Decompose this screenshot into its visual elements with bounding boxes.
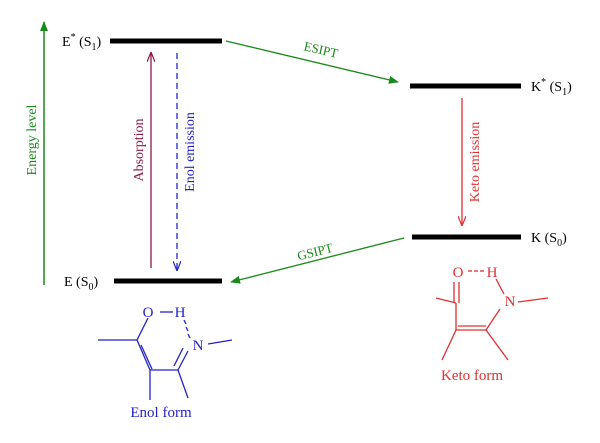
energy-axis-label: Energy level xyxy=(25,104,40,175)
enol-form-caption: Enol form xyxy=(130,405,192,421)
label-keto-ground: K (S0) xyxy=(531,231,567,249)
gsipt-arrow xyxy=(230,237,405,284)
enol-structure xyxy=(98,311,233,400)
keto-structure xyxy=(435,270,549,361)
keto-atom-N: N xyxy=(505,294,516,310)
keto-form-caption: Keto form xyxy=(441,368,503,384)
enol-atom-N: N xyxy=(193,338,204,354)
enol-atom-H: H xyxy=(175,305,186,321)
gsipt-label: GSIPT xyxy=(296,240,335,263)
label-enol-ground: E (S0) xyxy=(64,275,99,293)
keto-atom-H: H xyxy=(487,265,498,281)
label-enol-excited: E* (S1) xyxy=(62,32,102,53)
keto-atom-O: O xyxy=(453,265,464,281)
label-keto-excited: K* (S1) xyxy=(531,77,572,98)
enol-atom-O: O xyxy=(143,305,154,321)
esipt-arrow xyxy=(225,40,399,84)
absorption-label: Absorption xyxy=(132,119,147,182)
enol-emission-label: Enol emission xyxy=(183,112,198,192)
keto-emission-label: Keto emission xyxy=(468,122,483,203)
esipt-label: ESIPT xyxy=(302,38,339,60)
